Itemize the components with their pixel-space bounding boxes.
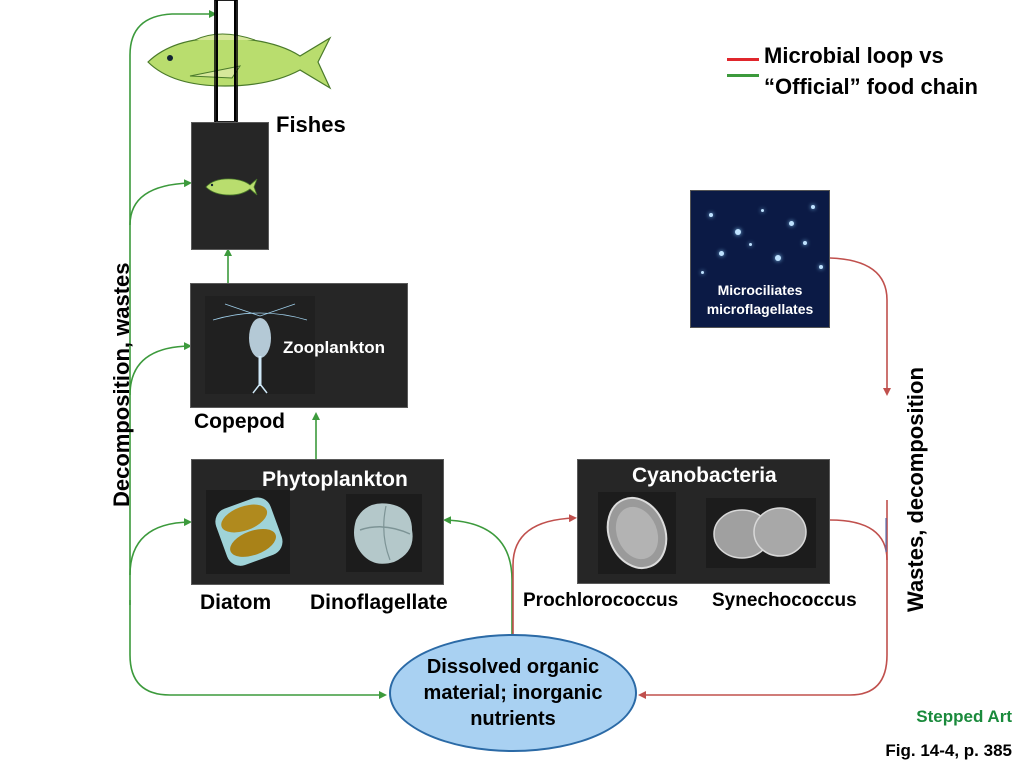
pool-to-phytoplankton-arrow — [443, 516, 513, 634]
pool-line-3: nutrients — [470, 708, 556, 730]
decomposition-main-line — [129, 10, 217, 605]
phytoplankton-panel: Phytoplankton — [191, 459, 444, 585]
microbial-loop-arrows — [512, 257, 891, 699]
wastes-decomposition-label: Wastes, decomposition — [903, 367, 928, 612]
zooplankton-panel: Zooplankton — [190, 283, 408, 408]
legend-line-2: “Official” food chain — [764, 74, 978, 99]
dinoflagellate-photo — [346, 494, 422, 572]
phytoplankton-label: Phytoplankton — [262, 468, 408, 491]
legend-official-swatch — [727, 74, 759, 77]
decomposition-wastes-label: Decomposition, wastes — [109, 262, 134, 507]
decomposition-to-pool — [129, 600, 387, 699]
microciliates-label: Microciliates — [717, 282, 803, 298]
diatom-label: Diatom — [200, 591, 272, 614]
figure-reference: Fig. 14-4, p. 385 — [885, 741, 1012, 760]
fishes-column-frame — [216, 0, 236, 121]
pool-line-1: Dissolved organic — [426, 656, 600, 678]
diatom-icon — [215, 497, 283, 566]
legend-line-1: Microbial loop vs — [764, 43, 944, 68]
decomposition-from-phytoplankton — [129, 518, 192, 576]
microflagellates-label: microflagellates — [706, 301, 814, 317]
copepod-photo — [205, 296, 315, 394]
cyanobacteria-panel: Cyanobacteria — [577, 459, 830, 584]
pool-line-2: material; inorganic — [423, 682, 603, 704]
dissolved-organic-pool: Dissolved organic material; inorganic nu… — [389, 634, 637, 752]
zooplankton-label: Zooplankton — [283, 338, 385, 357]
dinoflagellate-icon — [354, 503, 413, 564]
cyanobacteria-label: Cyanobacteria — [632, 464, 777, 487]
legend-microbial-swatch — [727, 58, 759, 61]
copepod-label: Copepod — [194, 410, 285, 433]
copepod-icon — [212, 303, 308, 394]
synechococcus-photo — [706, 498, 816, 568]
microciliates-panel: Microciliates microflagellates — [690, 190, 830, 328]
synechococcus-label: Synechococcus — [712, 590, 857, 611]
large-fish-illustration — [147, 0, 332, 123]
prochlorococcus-photo — [598, 492, 676, 574]
stepped-art-label: Stepped Art — [916, 707, 1012, 726]
wastes-to-pool-arrow — [638, 500, 888, 699]
small-fish-icon — [205, 178, 258, 196]
fishes-label: Fishes — [276, 112, 346, 137]
small-fish-panel — [191, 122, 269, 250]
synechococcus-icon — [713, 507, 807, 559]
dinoflagellate-label: Dinoflagellate — [310, 591, 448, 614]
decomposition-from-small-fish — [129, 179, 192, 226]
prochlorococcus-icon — [606, 497, 668, 569]
cyanobacteria-to-wastes-line — [829, 519, 888, 561]
microciliates-caption: Microciliates microflagellates — [691, 281, 829, 319]
diatom-photo — [206, 490, 290, 574]
prochlorococcus-label: Prochlorococcus — [523, 590, 679, 611]
decomposition-from-copepod — [129, 342, 192, 396]
pool-to-cyanobacteria-arrow — [512, 514, 577, 634]
microciliates-to-wastes-arrow — [829, 257, 891, 396]
